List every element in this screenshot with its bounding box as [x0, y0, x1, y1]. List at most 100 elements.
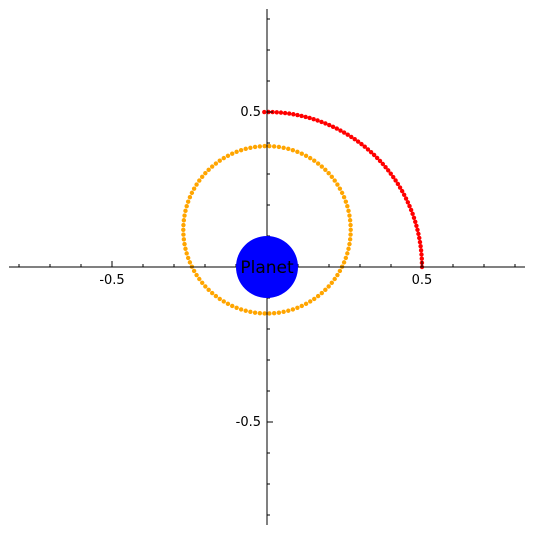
- red-orbit-point: [407, 203, 412, 209]
- orange-orbit-point: [217, 296, 222, 302]
- orange-orbit-point: [257, 310, 263, 316]
- orange-orbit-point: [347, 237, 353, 242]
- orange-orbit-point: [213, 293, 219, 299]
- orange-orbit-point: [234, 149, 239, 154]
- red-orbit-point: [282, 110, 288, 116]
- orange-orbit-point: [319, 290, 325, 296]
- orange-orbit-point: [191, 268, 197, 274]
- red-orbit-point: [355, 139, 361, 144]
- orange-orbit-point: [329, 280, 334, 285]
- red-orbit-point: [403, 196, 409, 201]
- orange-orbit-point: [348, 222, 353, 228]
- orange-orbit-point: [341, 260, 347, 265]
- orange-orbit-point: [221, 155, 226, 161]
- orange-orbit-point: [203, 284, 208, 289]
- orange-orbit-point: [183, 246, 188, 251]
- red-orbit-point: [415, 227, 420, 233]
- orange-orbit-point: [345, 204, 350, 209]
- orbit-layer: [181, 109, 425, 316]
- orange-orbit-point: [209, 164, 215, 169]
- planet-label: Planet: [240, 258, 294, 278]
- orange-orbit-point: [315, 293, 321, 299]
- orange-orbit-point: [295, 305, 300, 310]
- orange-orbit-point: [332, 276, 337, 282]
- red-orbit-point: [399, 188, 405, 194]
- orange-orbit-point: [326, 171, 331, 176]
- orange-orbit-point: [290, 148, 296, 153]
- orange-orbit-point: [295, 149, 300, 154]
- orange-orbit-point: [299, 151, 304, 156]
- red-orbit-point: [405, 200, 411, 205]
- orange-orbit-point: [323, 287, 328, 293]
- orange-orbit-point: [221, 299, 226, 304]
- orange-orbit-point: [185, 255, 191, 261]
- orange-orbit-point: [329, 174, 334, 180]
- red-orbit-point: [386, 168, 391, 173]
- orange-orbit-point: [230, 303, 235, 309]
- orange-orbit-point: [257, 144, 263, 149]
- orange-orbit-point: [200, 174, 205, 180]
- red-orbit-point: [374, 155, 380, 161]
- orange-orbit-point: [303, 153, 309, 158]
- red-orbit-point: [323, 121, 328, 126]
- y-tick-label: -0.5: [236, 415, 261, 430]
- orange-orbit-point: [343, 255, 349, 261]
- orange-orbit-point: [345, 251, 350, 256]
- red-orbit-point: [334, 126, 339, 131]
- red-orbit-point: [401, 192, 407, 197]
- red-orbit-point: [419, 256, 424, 261]
- orange-orbit-point: [347, 218, 353, 223]
- red-orbit-point: [416, 231, 421, 237]
- red-orbit-point: [393, 178, 398, 183]
- orange-orbit-point: [347, 213, 352, 218]
- orange-orbit-point: [271, 310, 277, 316]
- red-orbit-point: [319, 119, 324, 125]
- orange-orbit-point: [181, 227, 186, 232]
- orange-orbit-point: [182, 241, 187, 247]
- red-orbit-point: [395, 181, 401, 187]
- x-tick-label: -0.5: [99, 273, 124, 288]
- orange-orbit-point: [315, 161, 321, 166]
- red-orbit-point: [418, 248, 424, 253]
- red-orbit-point: [352, 137, 357, 142]
- red-orbit-point: [411, 215, 417, 220]
- red-orbit-point: [419, 252, 424, 257]
- orange-orbit-point: [197, 276, 202, 282]
- red-orbit-point: [327, 122, 332, 128]
- orange-orbit-point: [281, 145, 286, 150]
- orange-orbit-point: [348, 232, 353, 237]
- orange-orbit-point: [346, 246, 351, 251]
- planet-layer: Planet: [236, 236, 298, 298]
- orange-orbit-point: [267, 143, 272, 149]
- orange-orbit-point: [303, 301, 309, 307]
- orange-orbit-point: [194, 272, 199, 278]
- orange-orbit-point: [184, 251, 189, 256]
- orange-orbit-point: [332, 178, 337, 183]
- orange-orbit-point: [206, 167, 211, 172]
- orange-orbit-point: [191, 186, 197, 191]
- orange-orbit-point: [187, 260, 193, 265]
- orange-orbit-point: [234, 305, 239, 310]
- orange-orbit-point: [243, 146, 248, 152]
- orange-orbit-point: [262, 143, 267, 149]
- orange-orbit-point: [185, 199, 191, 204]
- red-orbit-point: [338, 128, 343, 133]
- orange-orbit-point: [217, 158, 222, 163]
- orange-orbit-point: [347, 241, 352, 247]
- red-orbit-point: [417, 239, 423, 245]
- red-orbit-point: [287, 111, 292, 116]
- orange-orbit-point: [348, 227, 353, 232]
- orange-orbit-point: [312, 158, 317, 163]
- orange-orbit-point: [271, 144, 277, 149]
- red-orbit-point: [414, 223, 419, 228]
- red-orbit-point: [278, 110, 284, 115]
- orange-orbit-point: [183, 208, 188, 214]
- orange-orbit-point: [267, 311, 272, 316]
- orange-orbit-point: [203, 171, 208, 176]
- orange-orbit-point: [343, 199, 349, 204]
- orange-orbit-point: [335, 272, 340, 278]
- orange-orbit-point: [276, 144, 282, 150]
- orange-orbit-point: [308, 155, 313, 161]
- orange-orbit-point: [248, 145, 253, 150]
